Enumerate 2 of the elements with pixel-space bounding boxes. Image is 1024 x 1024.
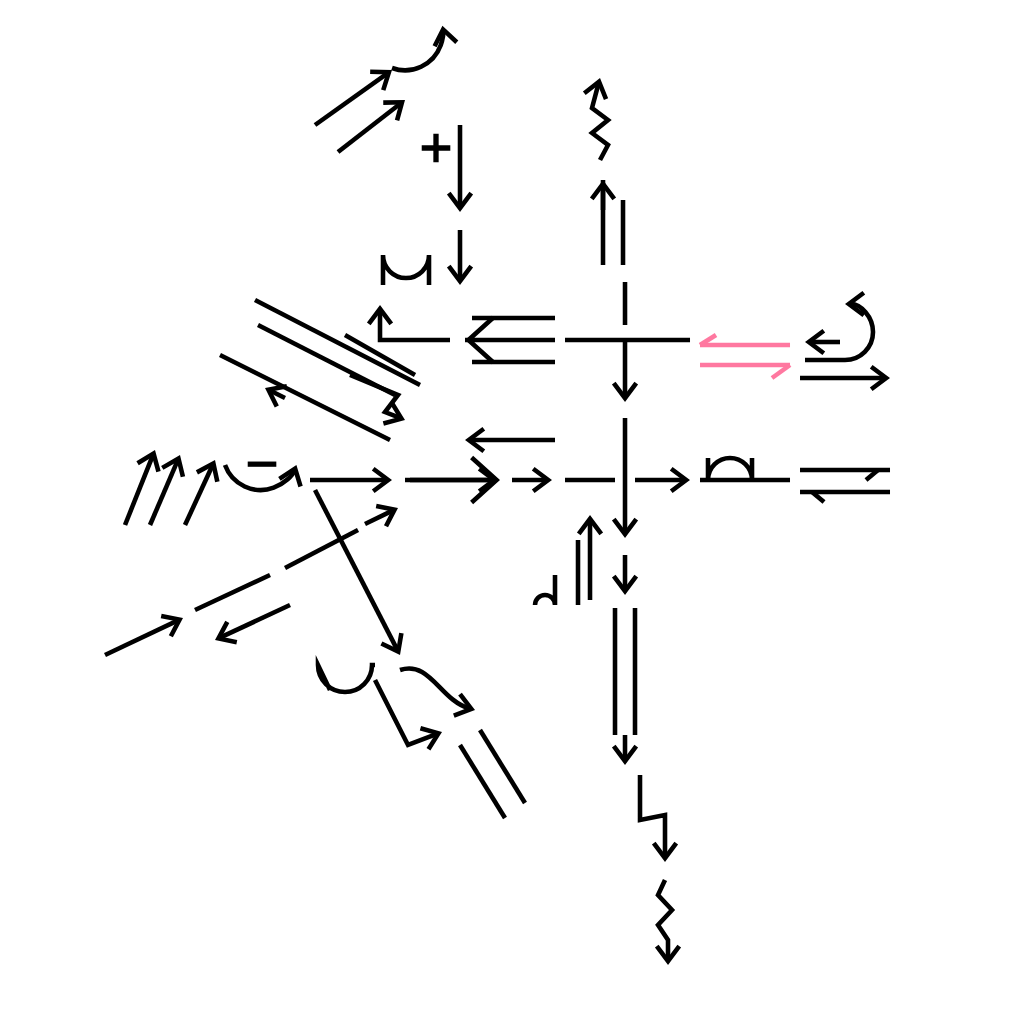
sign-label: + <box>421 133 451 163</box>
sign-label: − <box>247 461 277 467</box>
